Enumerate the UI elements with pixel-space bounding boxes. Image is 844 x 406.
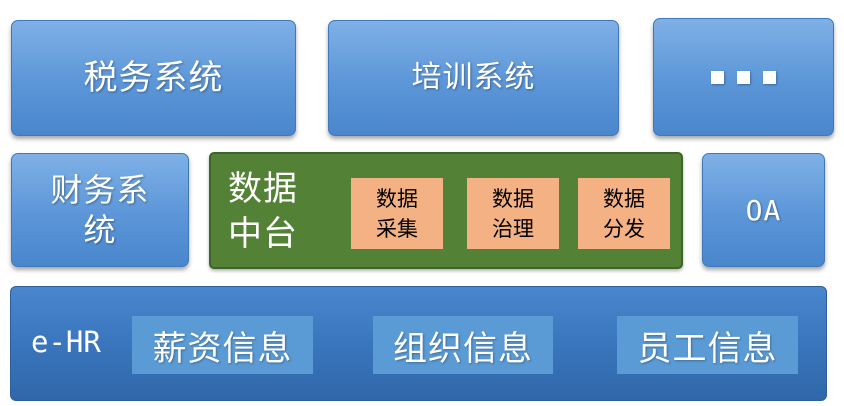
organization-info-module: 组织信息 (373, 316, 553, 374)
employee-info-module: 员工信息 (617, 316, 798, 374)
finance-system-box: 财务系统 (11, 153, 189, 267)
salary-info-label: 薪资信息 (152, 328, 293, 369)
oa-system-box: OA (702, 153, 825, 267)
data-collection-label: 数据采集 (376, 186, 418, 241)
training-system-label: 培训系统 (411, 60, 536, 96)
tax-system-label: 税务系统 (83, 57, 224, 98)
data-distribution-module: 数据分发 (578, 178, 670, 249)
organization-info-label: 组织信息 (393, 328, 533, 369)
data-governance-label: 数据治理 (492, 186, 534, 241)
data-collection-module: 数据采集 (351, 178, 443, 249)
training-system-box: 培训系统 (328, 20, 619, 136)
employee-info-label: 员工信息 (637, 328, 778, 369)
data-middle-platform: 数据中台 数据采集 数据治理 数据分发 (209, 152, 683, 269)
ehr-system-box: e-HR 薪资信息 组织信息 员工信息 (10, 286, 827, 401)
data-governance-module: 数据治理 (467, 178, 559, 249)
oa-system-label: OA (745, 193, 782, 227)
finance-system-label: 财务系统 (50, 171, 150, 249)
ehr-system-label: e-HR (31, 325, 101, 359)
more-systems-box (653, 18, 834, 136)
salary-info-module: 薪资信息 (132, 316, 313, 374)
data-middle-platform-title: 数据中台 (228, 169, 298, 254)
ellipsis-icon (711, 70, 776, 84)
data-distribution-label: 数据分发 (603, 186, 645, 241)
tax-system-box: 税务系统 (11, 20, 296, 136)
